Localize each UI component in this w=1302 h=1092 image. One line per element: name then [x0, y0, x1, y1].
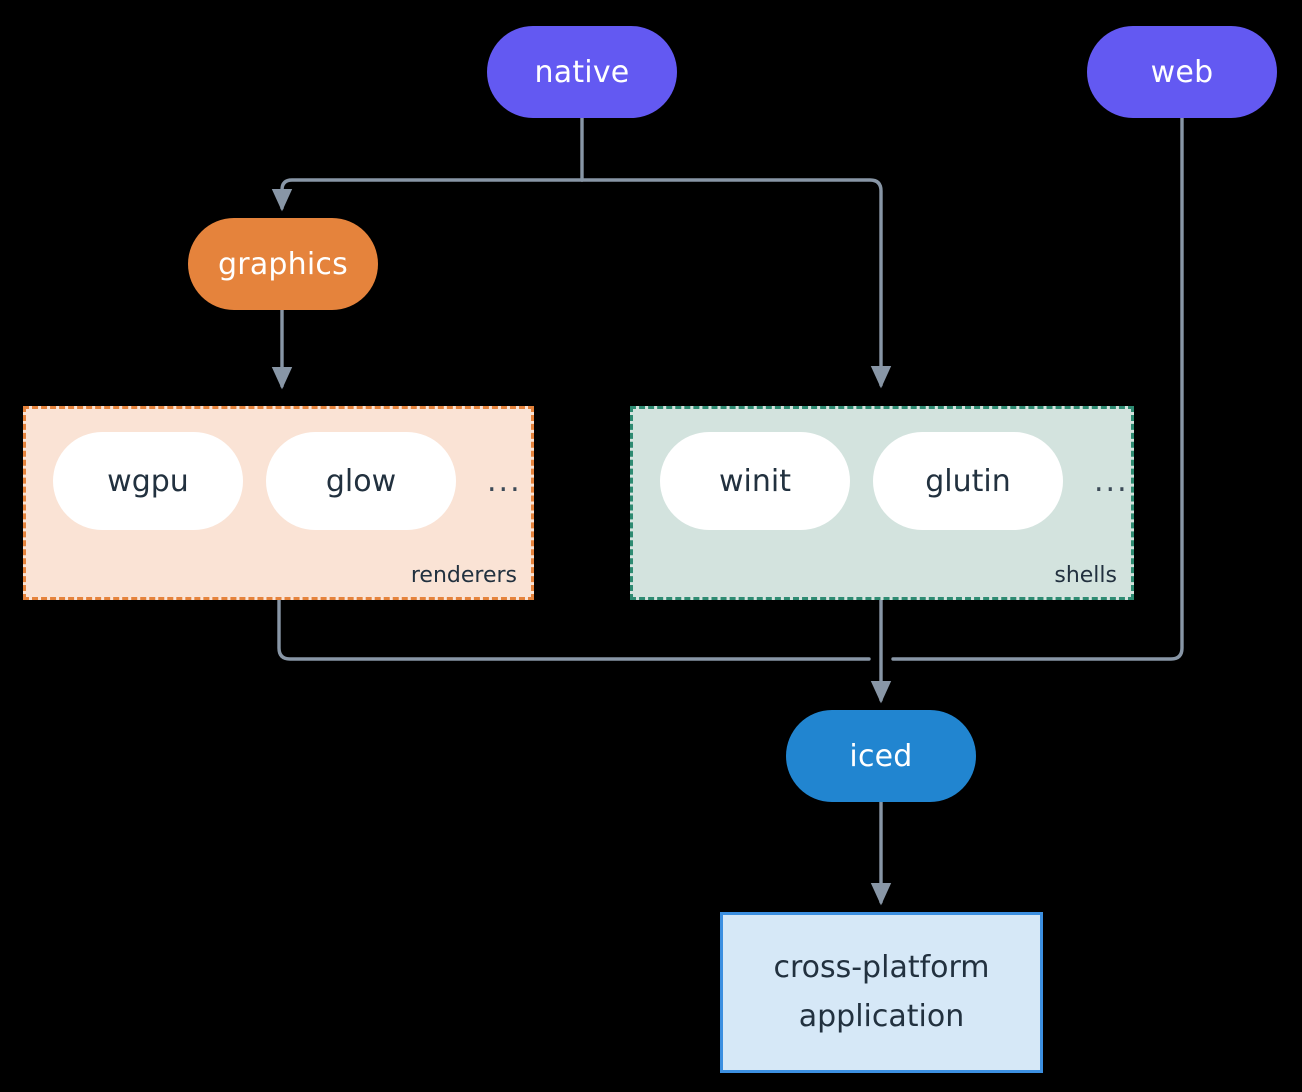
node-web-label: web — [1150, 54, 1214, 90]
node-native[interactable]: native — [487, 26, 677, 118]
edge-native-to-graphics — [271, 178, 584, 212]
node-winit[interactable]: winit — [660, 432, 850, 530]
node-glutin[interactable]: glutin — [873, 432, 1063, 530]
node-graphics-label: graphics — [218, 246, 348, 282]
node-wgpu[interactable]: wgpu — [53, 432, 243, 530]
node-iced-label: iced — [849, 738, 913, 774]
group-shells-items: winit glutin ... — [660, 432, 1129, 530]
group-shells-label: shells — [1054, 563, 1117, 588]
node-web[interactable]: web — [1087, 26, 1277, 118]
edge-native-to-shells — [580, 178, 892, 389]
node-glutin-label: glutin — [925, 463, 1011, 499]
group-shells: winit glutin ... shells — [630, 406, 1134, 600]
node-cross-platform-application[interactable]: cross-platform application — [720, 912, 1043, 1073]
group-renderers: wgpu glow ... renderers — [23, 406, 534, 600]
edge-renderers-to-iced — [277, 598, 871, 661]
renderers-overflow-ellipsis: ... — [487, 463, 522, 499]
node-wgpu-label: wgpu — [107, 463, 189, 499]
node-glow[interactable]: glow — [266, 432, 456, 530]
node-winit-label: winit — [719, 463, 791, 499]
application-label-line1: cross-platform — [773, 949, 990, 985]
shells-overflow-ellipsis: ... — [1094, 463, 1129, 499]
group-renderers-items: wgpu glow ... — [53, 432, 522, 530]
node-graphics[interactable]: graphics — [188, 218, 378, 310]
application-label-line2: application — [798, 998, 965, 1034]
node-iced[interactable]: iced — [786, 710, 976, 802]
node-native-label: native — [534, 54, 630, 90]
group-renderers-label: renderers — [410, 563, 517, 588]
node-glow-label: glow — [325, 463, 397, 499]
